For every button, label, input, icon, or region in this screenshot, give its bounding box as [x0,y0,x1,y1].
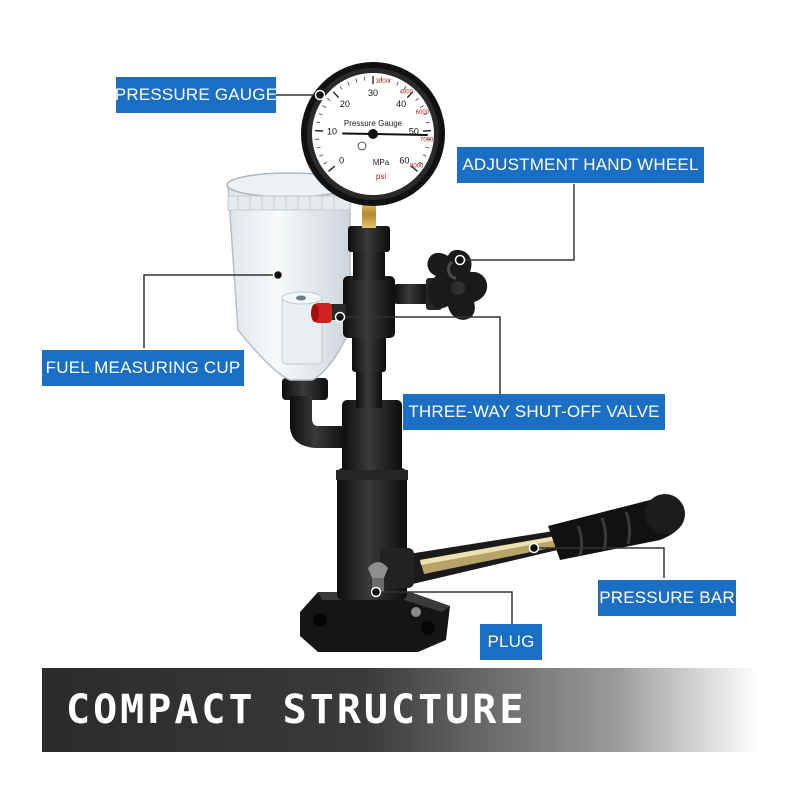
leader-hand-wheel [462,184,574,260]
gauge-mpa-label: 0 [339,155,344,165]
base-plate [300,592,450,652]
gauge-psi-label: 6000 [416,110,430,116]
label-pressure-bar: PRESSURE BAR [598,580,736,616]
dot-plug [372,588,381,597]
gauge-mpa-label: 10 [327,127,337,137]
gauge-hub [368,129,378,139]
feed-pipe [282,378,346,448]
label-adjustment-hand-wheel: ADJUSTMENT HAND WHEEL [457,147,704,183]
column [343,200,395,408]
fuel-cup [227,173,351,380]
dot-fuel-cup [274,271,283,280]
dot-pressure-gauge [316,91,325,100]
gauge-mpa-label: 30 [368,88,378,98]
gauge-mpa-label: 60 [399,155,409,165]
leader-pressure-bar [536,548,664,578]
gauge-psi-label: 7000 [420,138,434,144]
compact-structure-banner: COMPACT STRUCTURE [42,668,758,752]
dot-hand-wheel [456,256,465,265]
gauge-psi-label: 3000 [376,79,390,85]
label-fuel-measuring-cup: FUEL MEASURING CUP [42,350,244,386]
gauge-mpa-label: 40 [396,99,406,109]
label-pressure-gauge: PRESSURE GAUGE [116,77,276,113]
gauge-unit-mpa: MPa [373,158,390,167]
dot-valve [336,313,345,322]
pressure-lever [380,494,685,588]
pressure-gauge: Pressure Gauge MPa psi 0 10 20 30 40 50 … [301,62,445,206]
gauge-caption: Pressure Gauge [344,119,403,128]
gauge-psi-label: 8000 [410,164,424,170]
gauge-psi-label: 4000 [400,89,414,95]
label-plug: PLUG [480,624,542,660]
banner-title: COMPACT STRUCTURE [66,687,526,733]
gauge-unit-psi: psi [376,172,386,181]
dot-pressure-bar [530,544,539,553]
label-three-way-shut-off-valve: THREE-WAY SHUT-OFF VALVE [403,394,665,430]
gauge-mpa-label: 20 [340,99,350,109]
